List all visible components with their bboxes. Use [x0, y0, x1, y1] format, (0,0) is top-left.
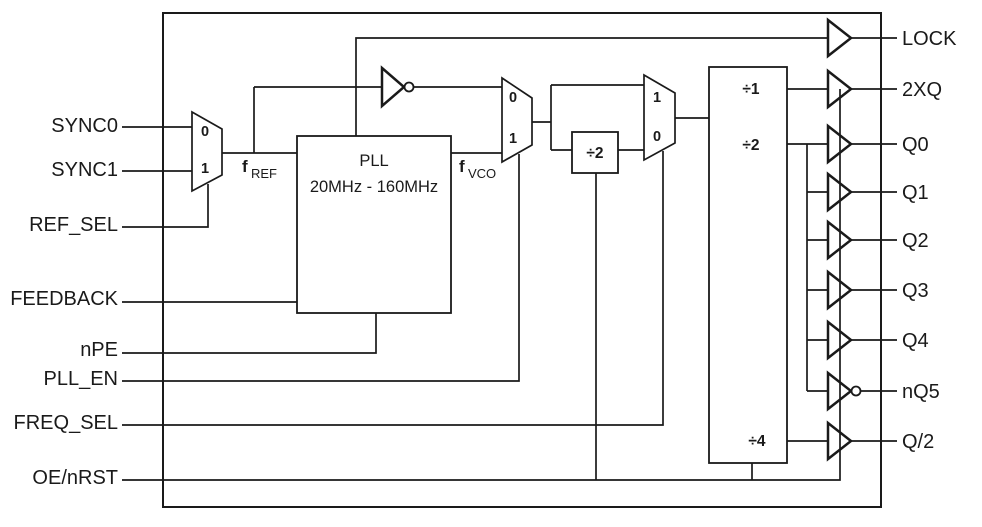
output-label-q3: Q3: [902, 280, 929, 302]
ref-mux-port-0: 0: [201, 124, 209, 140]
output-divider-div1: ÷1: [742, 81, 760, 98]
output-label-lock: LOCK: [902, 28, 957, 50]
inverter-triangle: [380, 65, 406, 109]
pre-divider-block: [571, 131, 619, 174]
bypass-mux-port-0: 0: [509, 90, 517, 106]
output-label-2xq: 2XQ: [902, 79, 942, 101]
fvco-sub: VCO: [468, 166, 496, 181]
nq5-bubble-icon: [850, 385, 862, 397]
lock-buffer: [826, 17, 854, 59]
nq5-buffer: [826, 370, 854, 412]
wire-ref-sel: [122, 184, 209, 228]
wire-oe-nrst: [122, 89, 841, 481]
wire-freq-sel: [122, 151, 664, 426]
fvco-signal-label: f VCO: [459, 157, 496, 181]
pll-block: [296, 135, 452, 314]
q0-buffer: [826, 123, 854, 165]
fref-base: f: [242, 157, 248, 176]
pll-range: 20MHz - 160MHz: [310, 178, 438, 196]
output-divider-div4: ÷4: [748, 433, 766, 450]
wire-npe: [122, 313, 377, 354]
ref-mux-port-1: 1: [201, 161, 209, 177]
output-divider-block: [708, 66, 788, 464]
chip-boundary: [162, 12, 882, 508]
pre-divider-label: ÷2: [586, 145, 603, 162]
inverter-bubble-icon: [403, 81, 415, 93]
fvco-base: f: [459, 157, 465, 176]
q4-buffer: [826, 319, 854, 361]
q1-buffer: [826, 171, 854, 213]
input-label-feedback: FEEDBACK: [10, 288, 118, 310]
q2-buffer: [826, 219, 854, 261]
input-label-pll-en: PLL_EN: [44, 368, 119, 390]
q3-buffer: [826, 269, 854, 311]
wires: [122, 37, 897, 481]
input-label-freq-sel: FREQ_SEL: [14, 412, 118, 434]
input-label-sync0: SYNC0: [51, 115, 118, 137]
fref-signal-label: f REF: [242, 157, 277, 181]
fref-sub: REF: [251, 166, 277, 181]
inverter: [380, 65, 415, 109]
output-divider-div2: ÷2: [742, 137, 759, 154]
output-label-nq5: nQ5: [902, 381, 940, 403]
output-label-qhalf: Q/2: [902, 431, 934, 453]
wire-lock-detect: [355, 37, 828, 136]
input-label-npe: nPE: [80, 339, 118, 361]
output-label-q0: Q0: [902, 134, 929, 156]
ref-mux: [191, 110, 223, 193]
output-label-q1: Q1: [902, 182, 929, 204]
bypass-mux-port-1: 1: [509, 131, 517, 147]
input-label-ref-sel: REF_SEL: [29, 214, 118, 236]
wire-pll-en: [122, 154, 520, 382]
bypass-mux: [501, 76, 533, 164]
2xq-buffer: [826, 68, 854, 110]
input-label-sync1: SYNC1: [51, 159, 118, 181]
freq-mux-port-0: 0: [653, 129, 661, 145]
freq-mux-port-1: 1: [653, 90, 661, 106]
qhalf-buffer: [826, 420, 854, 462]
pll-title: PLL: [359, 152, 388, 170]
output-label-q4: Q4: [902, 330, 929, 352]
output-label-q2: Q2: [902, 230, 929, 252]
input-label-oe-nrst: OE/nRST: [32, 467, 118, 489]
output-buffers: [826, 17, 862, 462]
freq-mux: [643, 73, 676, 162]
